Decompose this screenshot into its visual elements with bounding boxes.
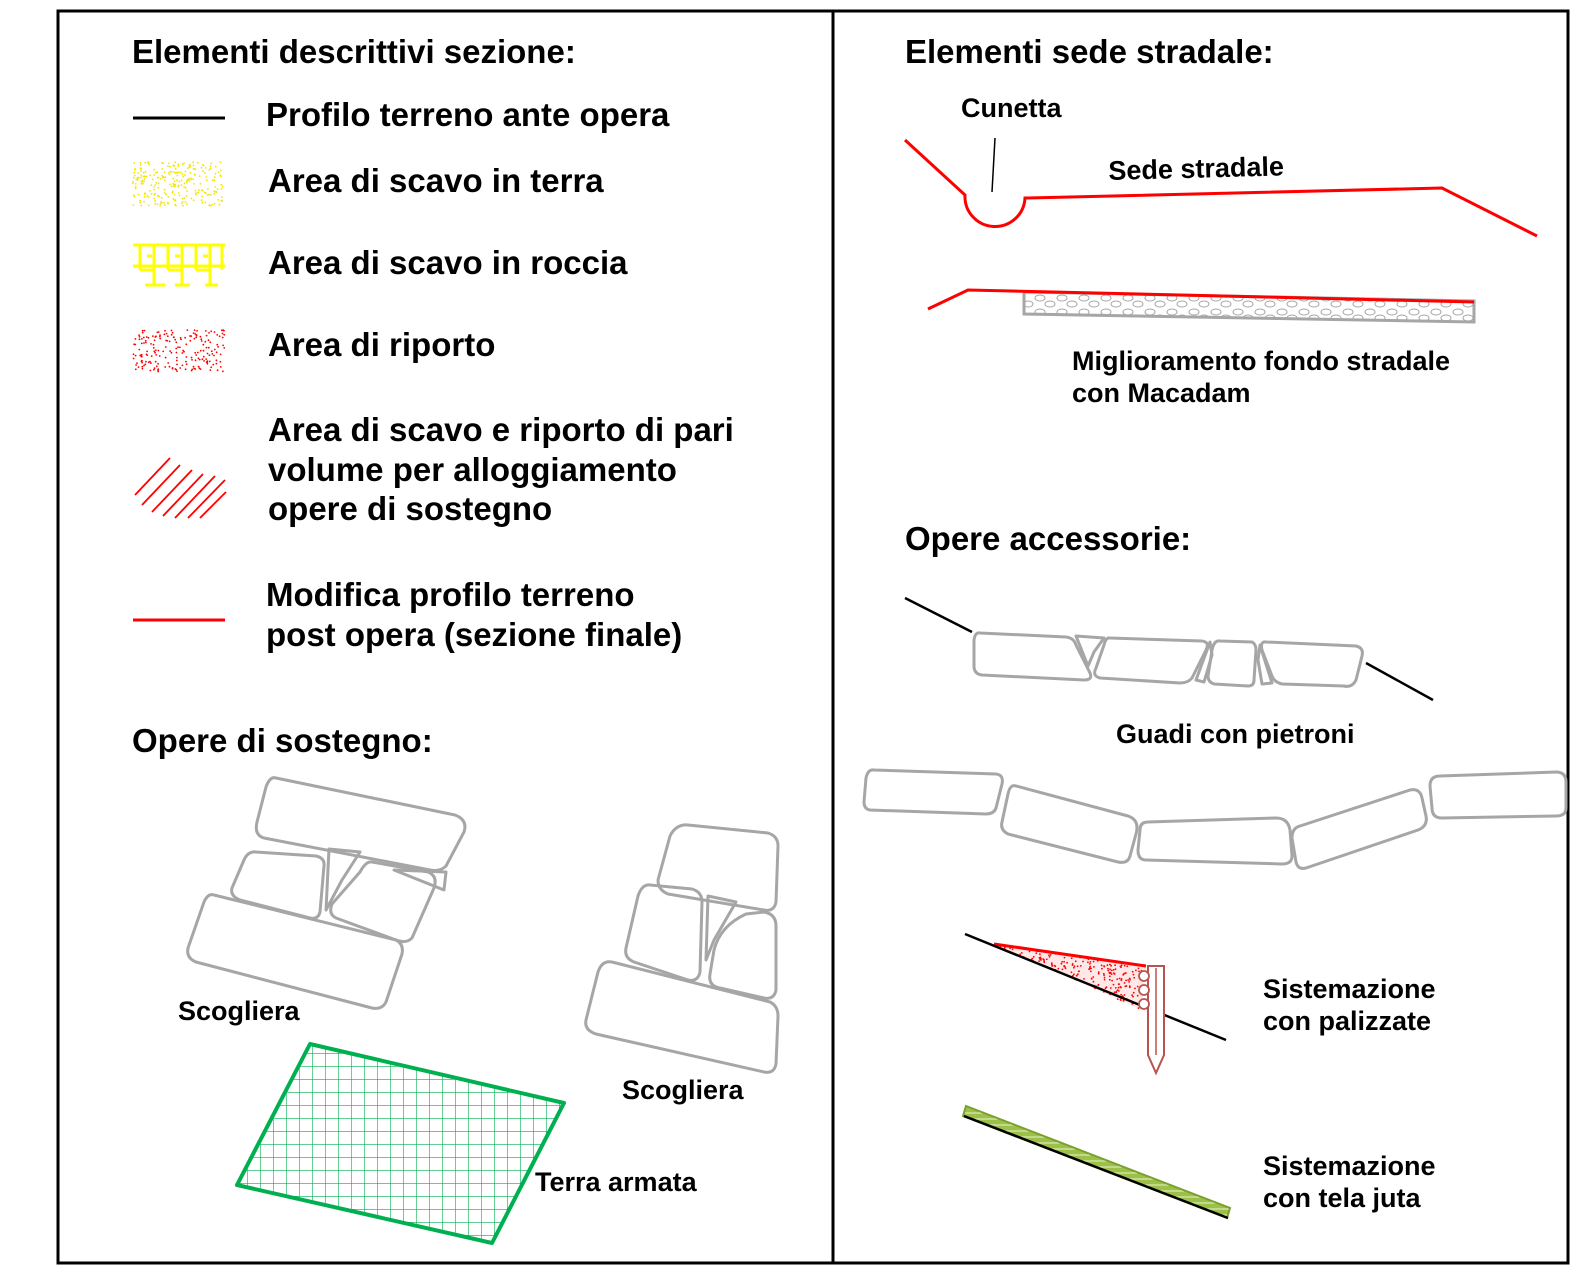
section-title: Elementi descrittivi sezione: bbox=[132, 33, 576, 70]
legend-label-scavo-terra: Area di scavo in terra bbox=[268, 162, 604, 199]
terra-armata-label: Terra armata bbox=[535, 1167, 697, 1197]
juta-label: Sistemazione con tela juta bbox=[1263, 1151, 1436, 1214]
legend-label-scavo-riporto: Area di scavo e riporto di pari volume p… bbox=[268, 411, 734, 528]
yellow-dots-icon bbox=[132, 161, 224, 207]
guadi-label: Guadi con pietroni bbox=[1116, 719, 1355, 749]
palizzata-detail bbox=[964, 932, 1227, 1076]
guadi-stones-large bbox=[862, 768, 1568, 870]
scogliera-label-right: Scogliera bbox=[622, 1075, 744, 1105]
palizzate-label: Sistemazione con palizzate bbox=[1263, 974, 1436, 1037]
sede-stradale-label: Sede stradale bbox=[1108, 151, 1285, 186]
legend-label-profilo-ante: Profilo terreno ante opera bbox=[266, 96, 670, 133]
legend-label-riporto: Area di riporto bbox=[268, 326, 496, 363]
scogliera-rocks-left bbox=[186, 776, 467, 1010]
legend-label-profilo-post: Modifica profilo terreno post opera (sez… bbox=[266, 576, 683, 653]
tela-juta-detail bbox=[961, 1104, 1232, 1220]
road-title: Elementi sede stradale: bbox=[905, 33, 1274, 70]
page-frame bbox=[56, 9, 1570, 1265]
red-hatch-icon bbox=[134, 457, 227, 519]
red-dots-icon bbox=[132, 329, 226, 373]
accessory-title: Opere accessorie: bbox=[905, 520, 1192, 557]
yellow-rock-pattern-icon bbox=[133, 243, 225, 287]
scogliera-label-left: Scogliera bbox=[178, 996, 300, 1026]
macadam-label: Miglioramento fondo stradale con Macadam bbox=[1072, 346, 1451, 409]
cunetta-label: Cunetta bbox=[961, 93, 1062, 123]
guadi-stones-small bbox=[904, 596, 1434, 702]
legend-label-scavo-roccia: Area di scavo in roccia bbox=[268, 244, 628, 281]
terra-armata-mesh bbox=[235, 1042, 566, 1245]
scogliera-rocks-right bbox=[584, 823, 780, 1074]
road-profile bbox=[903, 137, 1538, 238]
support-title: Opere di sostegno: bbox=[132, 722, 433, 759]
macadam-layer bbox=[927, 288, 1476, 324]
